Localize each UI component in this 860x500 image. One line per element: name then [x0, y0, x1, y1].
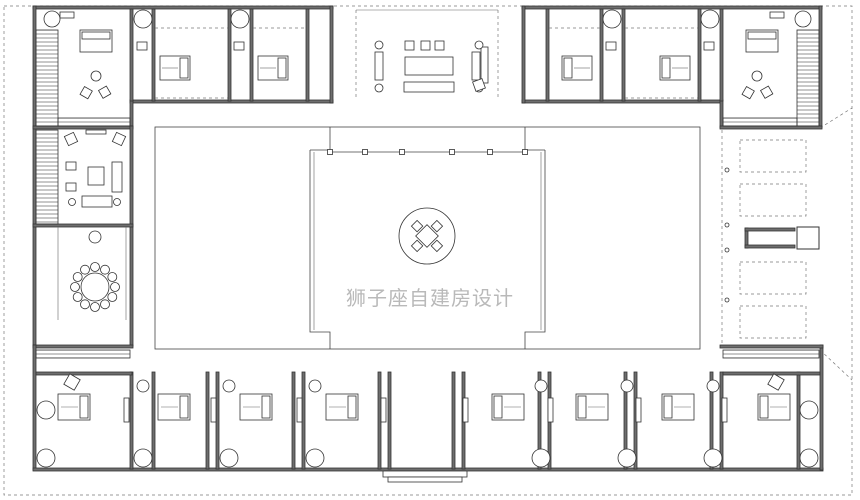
- bed: [157, 393, 191, 421]
- bath-fixture: [219, 448, 239, 468]
- stair-band-left: [35, 29, 59, 127]
- dining-seat: [72, 272, 83, 282]
- bath-fixture: [620, 379, 634, 393]
- wardrobe: [635, 397, 642, 423]
- dining-seat: [90, 262, 100, 272]
- bottom-bedrooms: [35, 371, 821, 470]
- bed: [325, 393, 359, 421]
- bed: [491, 393, 525, 421]
- top-living-room: [355, 9, 499, 100]
- courtyard: [154, 126, 701, 350]
- bed: [661, 393, 695, 421]
- column-post: [522, 149, 528, 155]
- bed: [239, 393, 273, 421]
- courtyard-table-set-icon: [398, 207, 456, 265]
- bath-fixture: [36, 448, 56, 468]
- top-beds: [79, 29, 779, 100]
- bath-fixture: [703, 448, 723, 468]
- site-boundary: [3, 5, 853, 496]
- wardrobe: [721, 397, 728, 423]
- bed: [575, 393, 609, 421]
- dining-seat: [80, 264, 90, 275]
- bath-fixture: [531, 448, 551, 468]
- wardrobe: [380, 397, 387, 423]
- dining-seat: [107, 272, 118, 282]
- dining-seat: [110, 282, 120, 292]
- dining-seat: [100, 299, 110, 310]
- dining-seat: [70, 282, 80, 292]
- bath-fixture: [706, 379, 720, 393]
- bath-fixture: [222, 379, 236, 393]
- dining-seat: [72, 292, 83, 302]
- entrance-steps: [382, 468, 468, 483]
- bath-fixture: [617, 448, 637, 468]
- bath-fixture: [799, 400, 819, 420]
- wardrobe: [210, 397, 217, 423]
- bath-fixture: [36, 400, 56, 420]
- column-post: [399, 149, 405, 155]
- column-post: [487, 149, 493, 155]
- column-post: [327, 149, 333, 155]
- bath-fixture: [534, 379, 548, 393]
- top-bathrooms: [43, 9, 812, 51]
- bath-fixture: [305, 448, 325, 468]
- wardrobe: [123, 397, 130, 423]
- bath-fixture: [308, 379, 322, 393]
- dining-seat: [107, 292, 118, 302]
- top-bedrooms: [129, 8, 724, 102]
- bath-fixture: [136, 379, 150, 393]
- dining-seat: [90, 302, 100, 312]
- wardrobe: [296, 397, 303, 423]
- dining-seat: [100, 264, 110, 275]
- wardrobe: [462, 397, 469, 423]
- bath-fixture: [799, 448, 819, 468]
- bed: [57, 393, 91, 421]
- column-post: [362, 149, 368, 155]
- column-post: [449, 149, 455, 155]
- stair-band-right: [796, 29, 820, 127]
- bath-fixture: [133, 448, 153, 468]
- right-parking: [721, 130, 820, 345]
- dining-seat: [80, 299, 90, 310]
- round-dining-table: [70, 262, 120, 312]
- bed: [757, 393, 791, 421]
- left-hall: [57, 129, 127, 320]
- wardrobe: [547, 397, 554, 423]
